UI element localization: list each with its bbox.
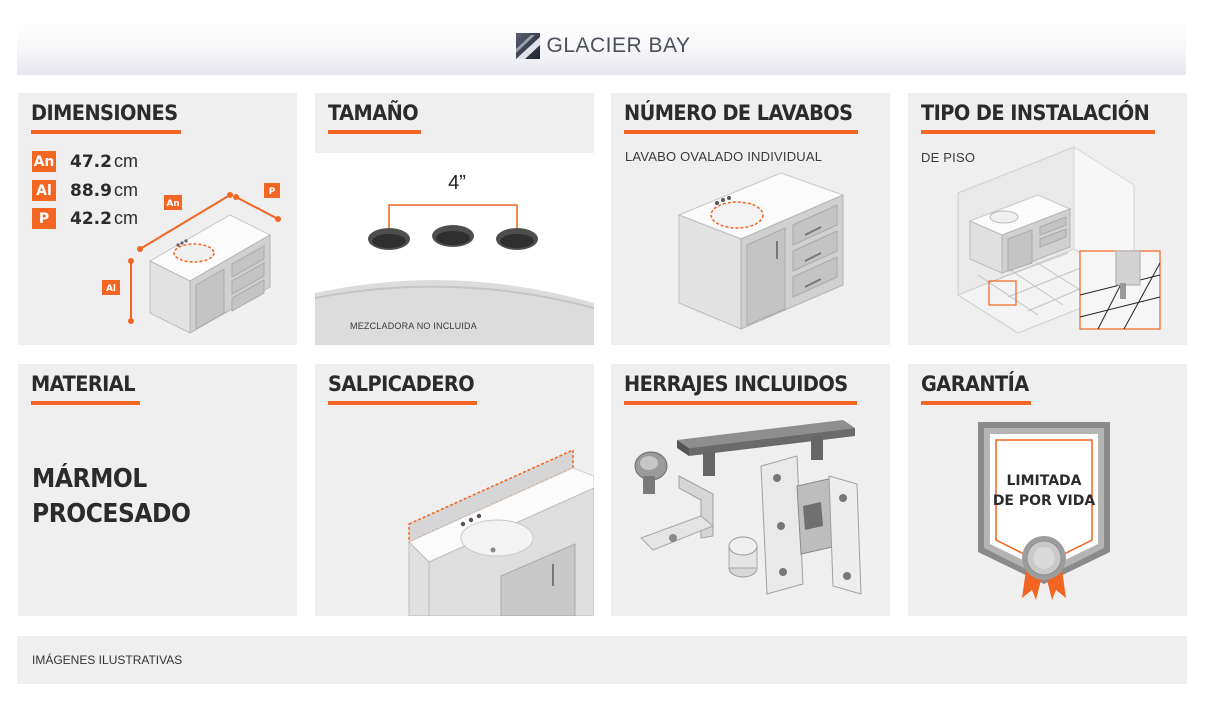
warranty-line-2: DE POR VIDA bbox=[993, 493, 1096, 509]
tile-tipo-de-instalacion: TIPO DE INSTALACIÓN DE PISO bbox=[908, 93, 1187, 345]
faucet-spacing-label: 4” bbox=[448, 172, 466, 194]
tamano-caption: MEZCLADORA NO INCLUIDA bbox=[350, 321, 477, 331]
warranty-badge-icon: LIMITADA DE POR VIDA bbox=[978, 422, 1110, 600]
lavabos-caption: LAVABO OVALADO INDIVIDUAL bbox=[625, 149, 823, 164]
tile-herrajes-incluidos: HERRAJES INCLUIDOS bbox=[611, 364, 890, 616]
dimension-badge: P bbox=[32, 208, 56, 229]
tile-title: HERRAJES INCLUIDOS bbox=[624, 372, 848, 396]
dimension-value: 47.2 bbox=[70, 151, 112, 172]
footer-note-bar: IMÁGENES ILUSTRATIVAS bbox=[17, 636, 1187, 684]
dimension-badge: Al bbox=[32, 180, 56, 201]
dimension-value: 42.2 bbox=[70, 208, 112, 229]
tile-title: DIMENSIONES bbox=[31, 101, 178, 125]
brand-bar: GLACIER BAY bbox=[17, 17, 1186, 75]
single-sink-vanity-illustration bbox=[677, 172, 845, 330]
tile-dimensiones: DIMENSIONES An 47.2 cm Al 88.9 cm P 42.2… bbox=[18, 93, 297, 345]
brand-logo: GLACIER BAY bbox=[513, 31, 691, 61]
title-underline bbox=[921, 130, 1155, 134]
title-underline bbox=[31, 130, 181, 134]
dimension-unit: cm bbox=[114, 208, 138, 228]
dimension-badge: An bbox=[32, 151, 56, 172]
material-line-1: MÁRMOL bbox=[32, 464, 147, 494]
title-underline bbox=[31, 401, 140, 405]
warranty-line-1: LIMITADA bbox=[1006, 473, 1081, 489]
tile-material: MATERIAL MÁRMOL PROCESADO bbox=[18, 364, 297, 616]
title-underline bbox=[624, 401, 857, 405]
tile-title: MATERIAL bbox=[31, 372, 136, 396]
tile-title: TAMAÑO bbox=[328, 101, 419, 125]
dimension-tag-p: P bbox=[269, 187, 276, 197]
tile-salpicadero: SALPICADERO bbox=[315, 364, 594, 616]
faucet-holes-illustration: 4” bbox=[315, 153, 594, 345]
tile-title: SALPICADERO bbox=[328, 372, 475, 396]
tile-numero-de-lavabos: NÚMERO DE LAVABOS LAVABO OVALADO INDIVID… bbox=[611, 93, 890, 345]
hardware-illustration bbox=[634, 420, 862, 595]
instalacion-caption: DE PISO bbox=[921, 150, 976, 165]
dimension-width: An 47.2 cm bbox=[32, 151, 138, 172]
dimension-unit: cm bbox=[114, 180, 138, 200]
dimension-unit: cm bbox=[114, 151, 138, 171]
dimension-value: 88.9 bbox=[70, 180, 112, 201]
floor-install-illustration bbox=[956, 146, 1161, 334]
footer-note: IMÁGENES ILUSTRATIVAS bbox=[32, 653, 183, 667]
dimension-height: Al 88.9 cm bbox=[32, 180, 138, 201]
glacier-bay-logo-icon bbox=[515, 33, 540, 59]
tile-title: NÚMERO DE LAVABOS bbox=[624, 101, 853, 125]
dimension-tag-an: An bbox=[166, 199, 179, 209]
tile-title: TIPO DE INSTALACIÓN bbox=[921, 101, 1150, 125]
title-underline bbox=[328, 130, 421, 134]
vanity-dimension-illustration: An P Al bbox=[102, 183, 281, 334]
material-value: MÁRMOL PROCESADO bbox=[32, 462, 191, 532]
tile-tamano: TAMAÑO 4” MEZCLADORA NO INCLUIDA bbox=[315, 93, 594, 345]
title-underline bbox=[624, 130, 858, 134]
material-line-2: PROCESADO bbox=[32, 499, 191, 529]
title-underline bbox=[921, 401, 1031, 405]
dimension-tag-al: Al bbox=[106, 284, 116, 294]
brand-name: GLACIER BAY bbox=[546, 34, 691, 57]
tile-garantia: GARANTÍA LIMITADA DE POR VIDA bbox=[908, 364, 1187, 616]
backsplash-illustration bbox=[408, 448, 594, 616]
tile-title: GARANTÍA bbox=[921, 372, 1029, 396]
title-underline bbox=[328, 401, 477, 405]
dimension-depth: P 42.2 cm bbox=[32, 208, 138, 229]
